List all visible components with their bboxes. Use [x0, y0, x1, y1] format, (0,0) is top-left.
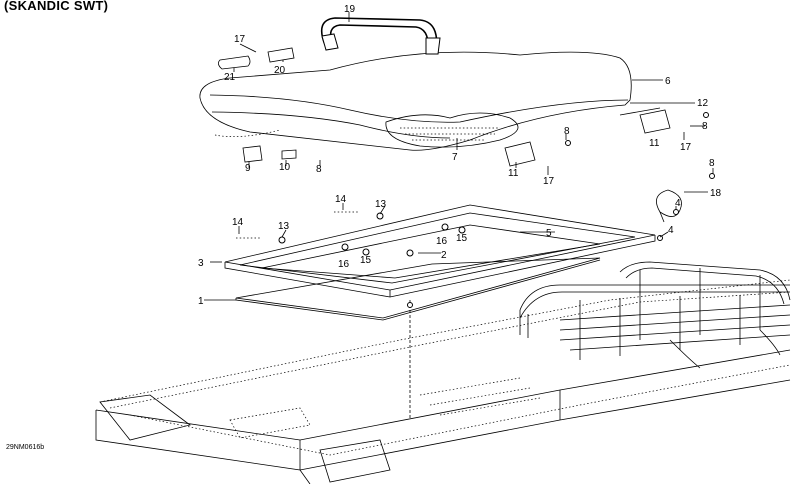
hardware [218, 47, 715, 308]
callout-6: 6 [665, 76, 671, 87]
callout-10: 10 [279, 162, 291, 173]
callout-17: 17 [680, 142, 692, 153]
chassis-frame [95, 261, 791, 484]
seat-base-frame [224, 204, 656, 321]
callout-11: 11 [508, 168, 519, 179]
callout-13: 13 [375, 199, 387, 210]
callout-1: 1 [198, 296, 204, 307]
callout-8: 8 [709, 158, 715, 169]
diagram-title: (SKANDIC SWT) [4, 0, 109, 13]
callout-14: 14 [232, 217, 244, 228]
callout-20: 20 [274, 65, 286, 76]
callout-19: 19 [344, 4, 356, 15]
callout-21: 21 [224, 72, 236, 83]
callout-8: 8 [316, 164, 322, 175]
callout-7: 7 [452, 152, 458, 163]
callout-15: 15 [360, 255, 372, 266]
callout-9: 9 [245, 163, 251, 174]
callout-17: 17 [234, 34, 246, 45]
callout-15: 15 [456, 233, 468, 244]
seat-strap [320, 17, 441, 55]
callout-11: 11 [649, 138, 660, 149]
callout-3: 3 [198, 258, 204, 269]
callout-16: 16 [338, 259, 350, 270]
callout-2: 2 [441, 250, 447, 261]
callout-17: 17 [543, 176, 555, 187]
callout-8: 8 [702, 121, 708, 132]
callout-12: 12 [697, 98, 709, 109]
callout-4: 4 [668, 225, 674, 236]
document-id: 29NM0616b [6, 444, 45, 451]
callout-8: 8 [564, 126, 570, 137]
callouts: 19 17 20 21 6 12 8 11 17 7 8 11 17 9 10 … [198, 4, 722, 307]
callout-16: 16 [436, 236, 448, 247]
callout-14: 14 [335, 194, 347, 205]
callout-5: 5 [546, 228, 552, 239]
callout-18: 18 [710, 188, 722, 199]
leader-lines [204, 12, 714, 301]
seat-cushion [199, 51, 632, 151]
callout-4: 4 [675, 198, 681, 209]
callout-13: 13 [278, 221, 290, 232]
